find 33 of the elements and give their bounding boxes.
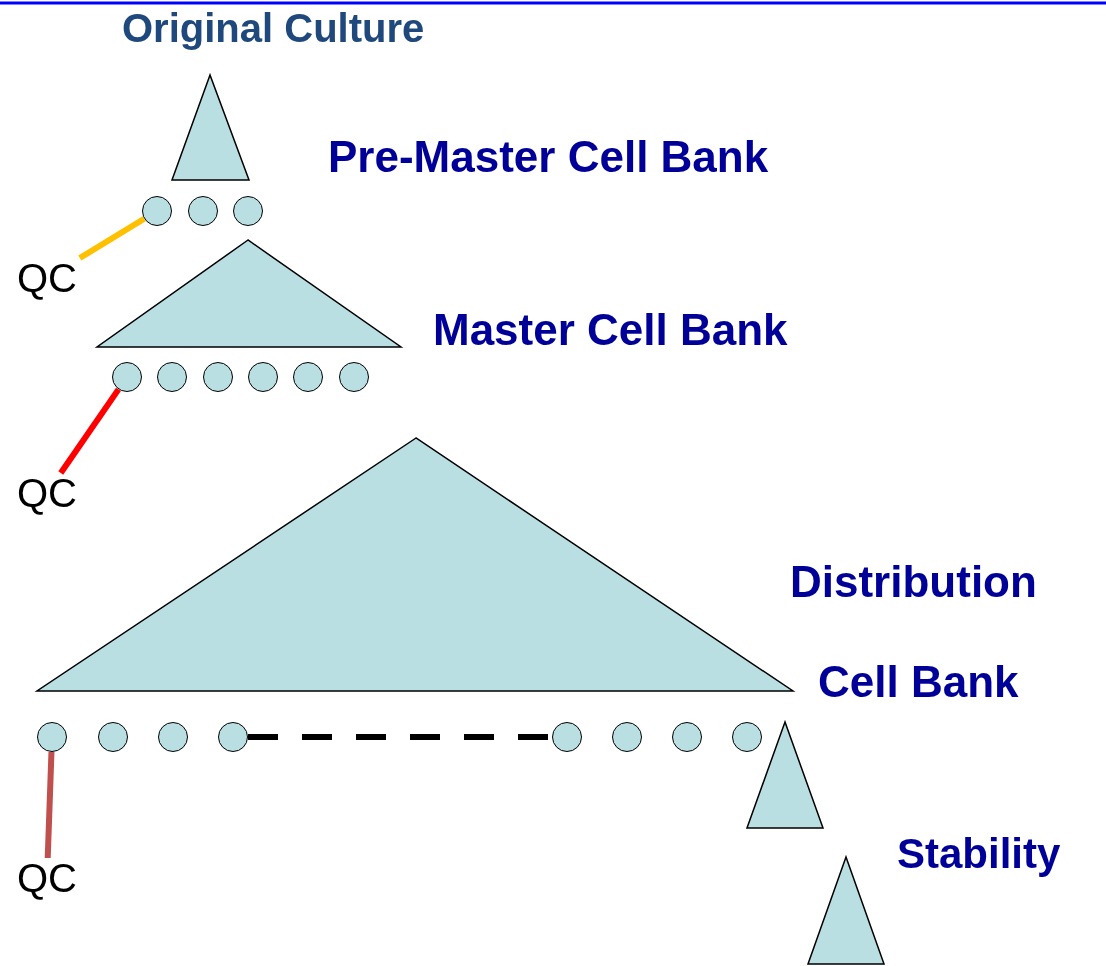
vial-circle [142, 196, 172, 226]
vial-circle [203, 362, 233, 392]
stage-label: Stability [897, 833, 1061, 875]
vial-circle [37, 722, 67, 752]
vial-circle [732, 722, 762, 752]
triangle [97, 240, 401, 347]
qc-label: QC [12, 858, 82, 898]
stage-label: Pre-Master Cell Bank [328, 135, 769, 179]
connector-line [78, 216, 146, 261]
vial-circle [612, 722, 642, 752]
triangle [747, 722, 823, 828]
triangle [808, 857, 884, 964]
triangle [172, 75, 249, 180]
vial-circle [218, 722, 248, 752]
stage-label: Distribution [790, 560, 1037, 604]
qc-label: QC [12, 473, 82, 513]
qc-label: QC [12, 258, 82, 298]
connector-line [44, 751, 55, 859]
stage-label: Master Cell Bank [433, 308, 788, 352]
vial-circle [112, 362, 142, 392]
vial-circle [248, 362, 278, 392]
vial-circle [157, 362, 187, 392]
vial-circle [339, 362, 369, 392]
vial-circle [293, 362, 323, 392]
vial-circle [552, 722, 582, 752]
vial-circle [672, 722, 702, 752]
vial-circle [233, 196, 263, 226]
stage-label: Cell Bank [818, 660, 1019, 704]
heading: Original Culture [122, 8, 425, 48]
vial-circle [98, 722, 128, 752]
vial-circle [188, 196, 218, 226]
connector-line [58, 387, 121, 475]
vial-circle [158, 722, 188, 752]
